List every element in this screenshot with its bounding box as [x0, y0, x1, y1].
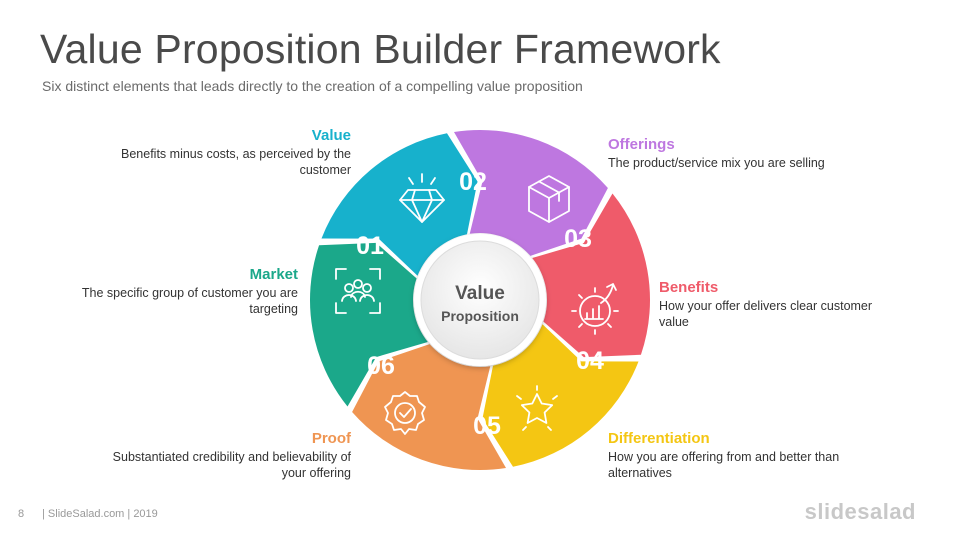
star-icon	[516, 385, 558, 431]
label-market-desc: The specific group of customer you are t…	[81, 286, 298, 316]
slide-title: Value Proposition Builder Framework	[40, 26, 721, 72]
brand-logo: slidesalad	[804, 499, 916, 524]
label-proof: Proof Substantiated credibility and beli…	[81, 430, 351, 481]
segment-differentiation	[482, 324, 639, 467]
footer-text: | SlideSalad.com | 2019	[42, 508, 158, 520]
target-group-icon	[335, 268, 381, 314]
label-differentiation-head: Differentiation	[608, 430, 710, 447]
segment-number-02: 02	[459, 168, 487, 196]
segments-group	[309, 129, 651, 471]
growth-gear-icon	[571, 283, 619, 335]
center-hub: Value Proposition	[414, 234, 546, 366]
box-icon	[528, 175, 570, 223]
label-offerings-desc: The product/service mix you are selling	[608, 156, 825, 170]
label-differentiation: Differentiation How you are offering fro…	[608, 430, 878, 481]
segment-offerings	[453, 129, 608, 256]
label-benefits-head: Benefits	[659, 279, 719, 296]
center-title: Value	[455, 283, 505, 304]
segment-number-03: 03	[564, 225, 592, 253]
center-subtitle: Proposition	[441, 308, 519, 324]
label-proof-desc: Substantiated credibility and believabil…	[112, 450, 351, 480]
segment-number-01: 01	[356, 232, 384, 260]
label-value-desc: Benefits minus costs, as perceived by th…	[121, 147, 351, 177]
slide-subtitle: Six distinct elements that leads directl…	[42, 78, 583, 94]
label-offerings: Offerings The product/service mix you ar…	[608, 136, 878, 171]
diamond-icon	[399, 173, 445, 223]
segment-value	[321, 133, 478, 276]
page-number: 8	[18, 508, 25, 520]
segment-number-06: 06	[367, 352, 395, 380]
label-market-head: Market	[249, 266, 298, 283]
segment-proof	[352, 344, 507, 471]
label-offerings-head: Offerings	[608, 136, 675, 153]
label-differentiation-desc: How you are offering from and better tha…	[608, 450, 840, 480]
label-benefits-desc: How your offer delivers clear customer v…	[659, 299, 873, 329]
label-value: Value Benefits minus costs, as perceived…	[81, 127, 351, 178]
label-value-head: Value	[311, 127, 351, 144]
label-proof-head: Proof	[311, 430, 351, 447]
label-benefits: Benefits How your offer delivers clear c…	[659, 279, 929, 330]
segment-number-05: 05	[473, 412, 501, 440]
segment-number-04: 04	[576, 347, 604, 375]
badge-check-icon	[384, 391, 426, 435]
segment-market	[309, 242, 428, 407]
segment-benefits	[532, 193, 651, 358]
label-market: Market The specific group of customer yo…	[28, 266, 298, 317]
